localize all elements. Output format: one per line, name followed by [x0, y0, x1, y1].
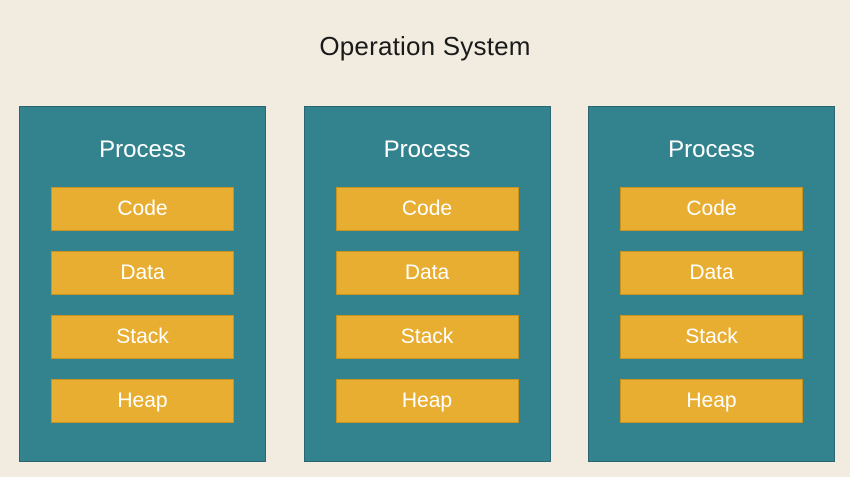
process-box-3: Process Code Data Stack Heap	[588, 106, 835, 462]
process-heading: Process	[99, 136, 186, 163]
memory-segment-heap: Heap	[620, 379, 803, 423]
memory-segment-heap: Heap	[335, 379, 519, 423]
process-heading: Process	[668, 136, 755, 163]
memory-segment-list: Code Data Stack Heap	[305, 187, 550, 423]
memory-segment-stack: Stack	[51, 315, 234, 359]
memory-segment-list: Code Data Stack Heap	[20, 187, 265, 423]
process-box-1: Process Code Data Stack Heap	[19, 106, 266, 462]
process-row: Process Code Data Stack Heap Process Cod…	[19, 106, 835, 462]
process-heading: Process	[383, 136, 471, 163]
diagram-title: Operation System	[319, 31, 531, 61]
memory-segment-code: Code	[51, 187, 234, 231]
memory-segment-code: Code	[620, 187, 803, 231]
memory-segment-code: Code	[335, 187, 519, 231]
memory-segment-data: Data	[335, 251, 519, 295]
memory-segment-list: Code Data Stack Heap	[589, 187, 834, 423]
memory-segment-data: Data	[620, 251, 803, 295]
process-box-2: Process Code Data Stack Heap	[303, 106, 551, 462]
memory-segment-stack: Stack	[620, 315, 803, 359]
memory-segment-stack: Stack	[335, 315, 519, 359]
memory-segment-data: Data	[51, 251, 234, 295]
memory-segment-heap: Heap	[51, 379, 234, 423]
